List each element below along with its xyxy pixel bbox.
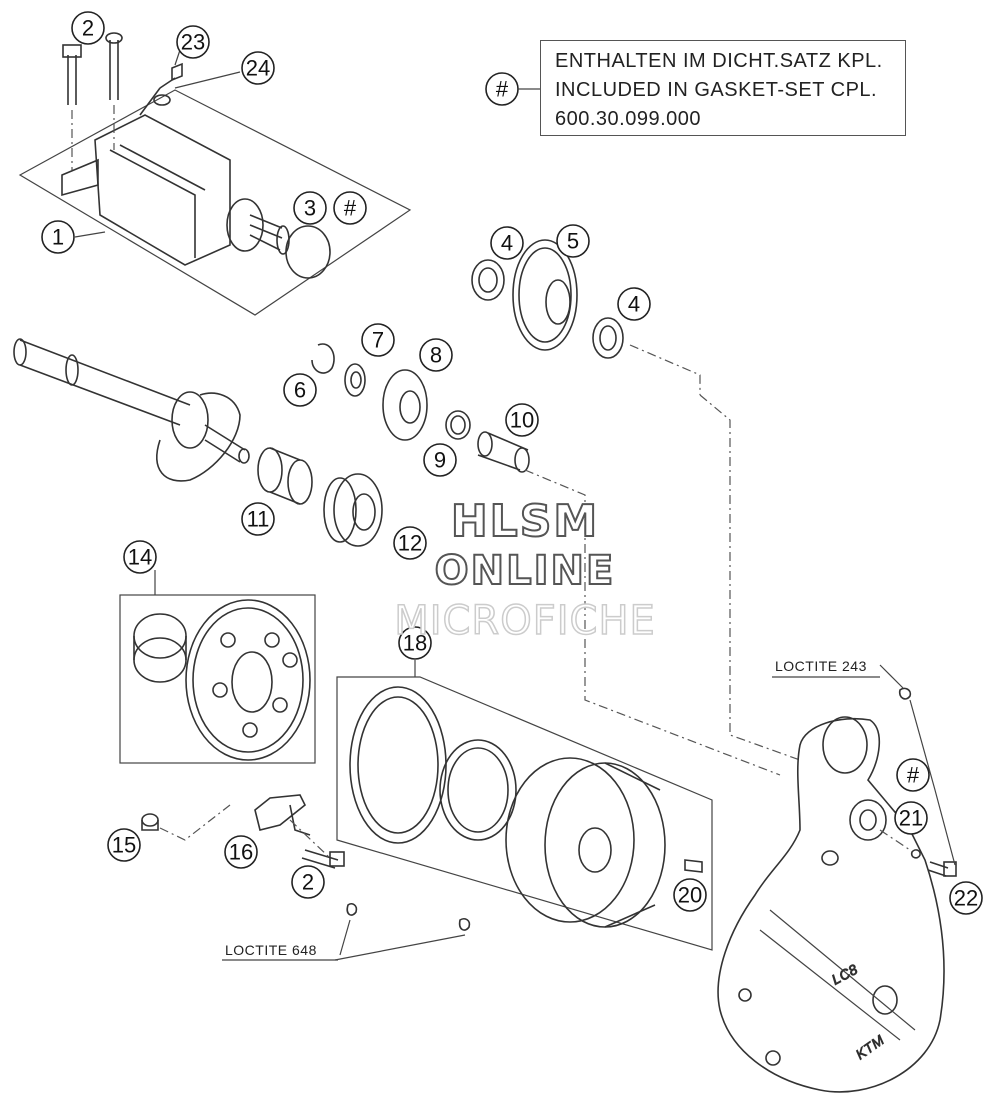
flywheel-group-frame — [336, 676, 713, 951]
flywheel-group — [334, 676, 713, 961]
callout-16: 16 — [224, 835, 258, 869]
legend-line-english: INCLUDED IN GASKET-SET CPL. — [555, 79, 878, 101]
callout-4-left-label: 4 — [501, 231, 513, 256]
callout-1: 1 — [41, 220, 75, 254]
watermark-line-3: MICROFICHE — [393, 597, 656, 645]
cover-model-logo: LC8 — [829, 961, 861, 988]
loctite-243-label: LOCTITE 243 — [775, 658, 867, 674]
loctite-648-label: LOCTITE 648 — [225, 942, 317, 958]
gasket-set-legend: ENTHALTEN IM DICHT.SATZ KPL. INCLUDED IN… — [540, 40, 906, 136]
bracket-group — [141, 794, 345, 869]
callout-7: 7 — [361, 323, 395, 357]
legend-hash-symbol: # — [496, 77, 509, 102]
callout-8-label: 8 — [430, 343, 442, 368]
callout-21-label: 21 — [899, 806, 923, 831]
intermediate-gear-group — [471, 239, 701, 395]
callout-5-label: 5 — [567, 229, 579, 254]
callout-7-label: 7 — [372, 328, 384, 353]
legend-line-part-number: 600.30.099.000 — [555, 108, 702, 130]
loctite-243-note: LOCTITE 243 — [772, 658, 880, 678]
callout-4-right: 4 — [617, 287, 651, 321]
callout-1-label: 1 — [52, 225, 64, 250]
callout-4-left: 4 — [490, 226, 524, 260]
callout-3-hash: # — [333, 191, 367, 225]
callout-6-label: 6 — [294, 378, 306, 403]
callout-21-hash-label: # — [907, 763, 920, 788]
legend-hash-callout: # — [485, 72, 540, 106]
callout-12: 12 — [393, 526, 427, 560]
callout-22-label: 22 — [954, 886, 978, 911]
starter-shaft-group — [13, 338, 801, 776]
callout-24-label: 24 — [246, 56, 270, 81]
callout-23: 23 — [176, 25, 210, 59]
callout-11-label: 11 — [247, 507, 270, 532]
callout-14-label: 14 — [128, 545, 152, 570]
gear-group-frame — [119, 594, 316, 764]
callout-18: 18 — [398, 626, 432, 660]
callout-21: 21 — [894, 801, 928, 835]
callout-21-hash: # — [896, 758, 930, 792]
callout-2-top: 2 — [71, 11, 105, 45]
callout-9-label: 9 — [434, 448, 446, 473]
callout-22: 22 — [949, 881, 983, 915]
callout-20: 20 — [673, 878, 707, 912]
callout-5: 5 — [556, 224, 590, 258]
callout-2-bottom: 2 — [291, 865, 325, 899]
callout-2-top-label: 2 — [82, 16, 94, 41]
callout-leaders — [74, 49, 416, 677]
callout-8: 8 — [419, 338, 453, 372]
freewheel-gear-group — [119, 594, 316, 764]
starter-group-frame — [18, 89, 412, 316]
callout-23-label: 23 — [181, 30, 205, 55]
callout-15: 15 — [107, 828, 141, 862]
loctite-648-note: LOCTITE 648 — [222, 942, 338, 961]
callout-9: 9 — [423, 443, 457, 477]
callout-20-label: 20 — [678, 883, 702, 908]
callout-2-bottom-label: 2 — [302, 870, 314, 895]
callout-3-label: 3 — [304, 196, 316, 221]
callout-14: 14 — [123, 540, 157, 574]
callout-15-label: 15 — [112, 833, 136, 858]
callout-12-label: 12 — [398, 531, 422, 556]
legend-line-german: ENTHALTEN IM DICHT.SATZ KPL. — [555, 50, 883, 72]
starter-motor-assembly — [18, 32, 412, 316]
watermark-line-1: HLSM — [450, 495, 600, 548]
callout-11: 11 — [241, 502, 275, 536]
callout-3: 3 — [293, 191, 327, 225]
callout-6: 6 — [283, 373, 317, 407]
callout-10-label: 10 — [510, 408, 534, 433]
callout-18-label: 18 — [403, 631, 427, 656]
ignition-cover: LC8 KTM — [717, 664, 957, 1093]
callout-4-right-label: 4 — [628, 292, 640, 317]
watermark-line-2: ONLINE — [434, 547, 616, 595]
cover-brand-logo: KTM — [853, 1032, 888, 1063]
callout-16-label: 16 — [229, 840, 253, 865]
callout-24: 24 — [241, 51, 275, 85]
callout-10: 10 — [505, 403, 539, 437]
callout-3-hash-label: # — [344, 196, 357, 221]
